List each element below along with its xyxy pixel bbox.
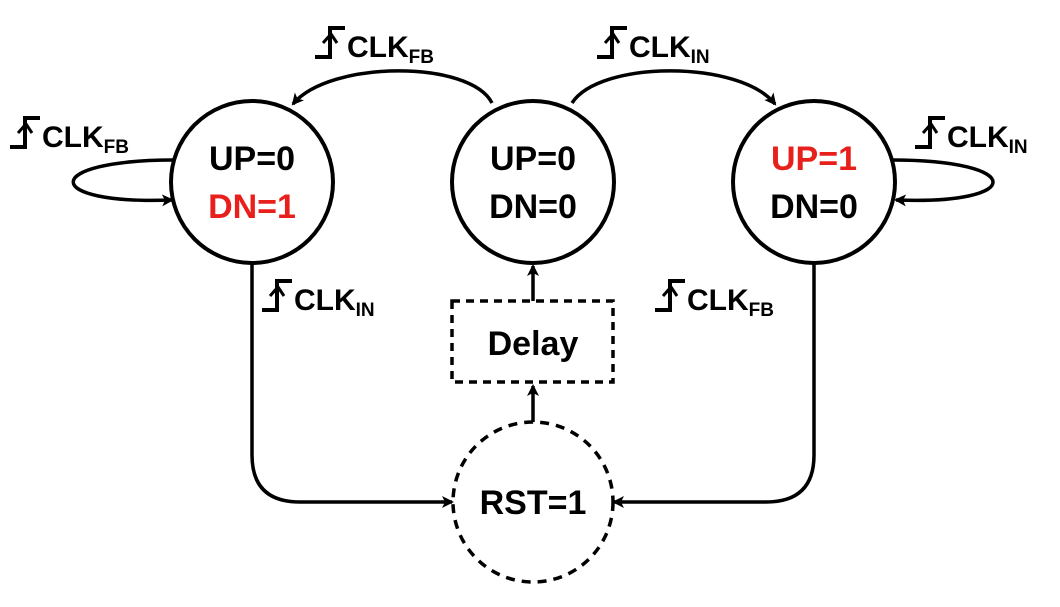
clk-label-sub: IN	[691, 47, 710, 68]
clk-label-base: CLK	[629, 31, 691, 64]
edge-arrowhead-icon	[268, 284, 286, 297]
clk-label-base: CLK	[347, 31, 409, 64]
edge-arrowhead-icon	[921, 121, 939, 134]
state-left-up-label: UP=0	[209, 140, 295, 178]
svg-text:CLKIN: CLKIN	[629, 31, 710, 68]
rising-edge-icon	[262, 279, 292, 312]
state-middle-dn-label: DN=0	[489, 188, 577, 226]
state-left-dn-label: DN=1	[208, 188, 296, 226]
delay-block: Delay	[450, 299, 615, 384]
delay-label: Delay	[488, 325, 579, 363]
clk-label-top-left: CLKFB	[315, 26, 434, 68]
clk-label-sub: IN	[1009, 137, 1028, 158]
arrow-middle-to-right	[570, 69, 777, 106]
state-middle-up-label: UP=0	[490, 140, 576, 178]
clk-label-base: CLK	[947, 121, 1009, 154]
edge-arrowhead-icon	[321, 31, 339, 44]
state-reset: RST=1	[451, 420, 615, 584]
edge-arrowhead-icon	[603, 31, 621, 44]
clk-label-base: CLK	[294, 284, 356, 317]
clk-label-base: CLK	[42, 121, 104, 154]
state-left: UP=0 DN=1	[169, 99, 335, 265]
edge-arrowhead-icon	[16, 121, 34, 134]
state-middle: UP=0 DN=0	[450, 99, 616, 265]
svg-text:CLKFB: CLKFB	[42, 121, 129, 158]
state-right-dn-label: DN=0	[770, 188, 858, 226]
rising-edge-icon	[597, 26, 627, 59]
arrow-right-to-reset	[612, 263, 816, 508]
arrow-middle-to-left	[291, 69, 494, 106]
arrow-left-to-reset	[250, 263, 454, 508]
svg-text:CLKFB: CLKFB	[347, 31, 434, 68]
self-loop-left	[71, 158, 175, 207]
clk-label-sub: IN	[356, 300, 375, 321]
clk-label-sub: FB	[104, 137, 129, 158]
self-loop-right	[891, 158, 995, 207]
rising-edge-icon	[915, 116, 945, 149]
svg-text:CLKIN: CLKIN	[294, 284, 375, 321]
state-reset-label: RST=1	[480, 484, 587, 522]
clk-label-self-left: CLKFB	[10, 116, 129, 158]
rising-edge-icon	[655, 279, 685, 312]
rising-edge-icon	[10, 116, 40, 149]
clk-label-sub: FB	[409, 47, 434, 68]
clk-label-lower-right: CLKFB	[655, 279, 774, 321]
clk-label-top-right: CLKIN	[597, 26, 710, 68]
state-right: UP=1 DN=0	[731, 99, 897, 265]
svg-text:CLKFB: CLKFB	[687, 284, 774, 321]
clk-label-sub: FB	[749, 300, 774, 321]
clk-label-lower-left: CLKIN	[262, 279, 375, 321]
state-right-up-label: UP=1	[771, 140, 857, 178]
rising-edge-icon	[315, 26, 345, 59]
clk-label-self-right: CLKIN	[915, 116, 1028, 158]
clk-label-base: CLK	[687, 284, 749, 317]
svg-text:CLKIN: CLKIN	[947, 121, 1028, 158]
edge-arrowhead-icon	[661, 284, 679, 297]
